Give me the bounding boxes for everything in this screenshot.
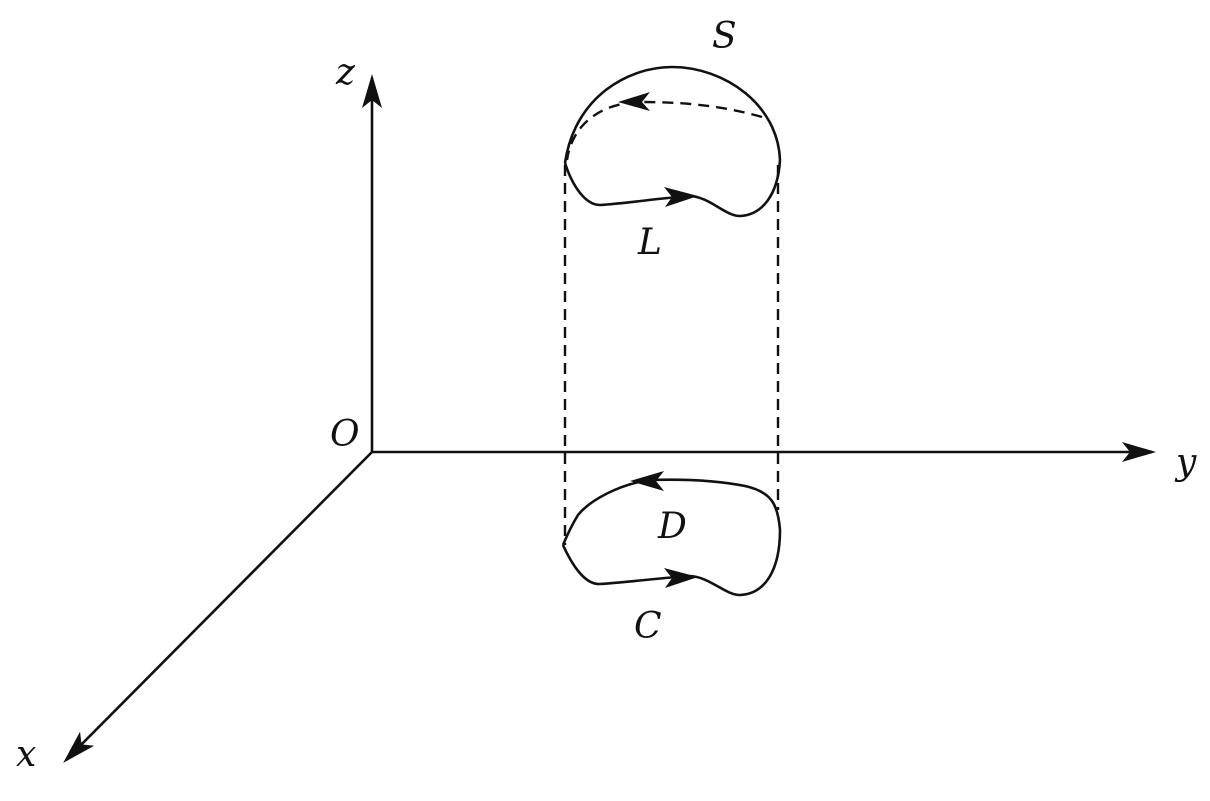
z-axis-label: z	[335, 52, 356, 93]
curve-c-label: C	[634, 606, 662, 647]
surface-s-back-curve	[565, 100, 763, 161]
curve-l-arrow	[664, 187, 698, 207]
region-d-label: D	[657, 506, 687, 547]
curve-c-arrow-top	[630, 471, 664, 491]
x-axis	[63, 451, 373, 763]
surface-s-dome	[563, 65, 782, 164]
surface-s-label: S	[712, 16, 737, 57]
curve-l-label: L	[637, 222, 662, 263]
origin-label: O	[330, 414, 360, 455]
curve-l	[563, 159, 782, 218]
curve-c-arrow-bottom	[664, 568, 698, 588]
x-axis-label: x	[16, 734, 36, 775]
back-curve-arrow	[618, 92, 650, 111]
y-axis-label: y	[1174, 442, 1197, 483]
curve-c	[561, 478, 782, 597]
